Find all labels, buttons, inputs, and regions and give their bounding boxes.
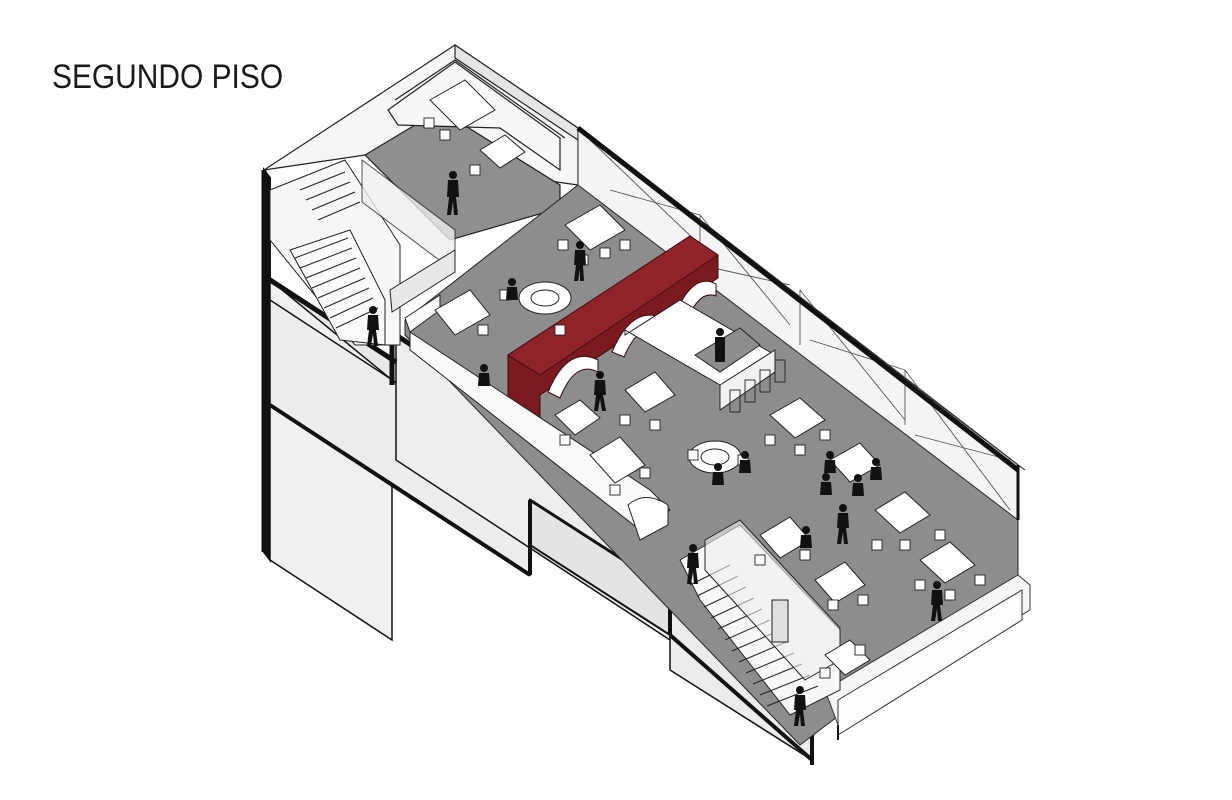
tables	[429, 79, 976, 676]
chair-icon	[554, 324, 566, 336]
person-silhouette-icon	[852, 474, 864, 496]
person-silhouette-icon	[715, 328, 725, 362]
table-icon	[829, 442, 881, 483]
person-silhouette-icon	[687, 544, 699, 584]
chair-icon	[857, 594, 869, 606]
person-silhouette-icon	[367, 306, 379, 346]
person-silhouette-icon	[837, 504, 849, 544]
table-icon	[589, 436, 646, 484]
chair-icon	[914, 579, 926, 591]
chair-icon	[557, 239, 569, 251]
glass-facade	[576, 126, 1026, 522]
bar-stools	[729, 359, 786, 413]
person-silhouette-icon	[820, 473, 832, 495]
drawing-title: SEGUNDO PISO	[52, 58, 284, 96]
left-staircase	[269, 158, 456, 346]
table-icon	[814, 561, 866, 604]
person-silhouette-icon	[574, 241, 586, 281]
table-icon	[429, 79, 496, 131]
person-silhouette-icon	[824, 451, 836, 473]
table-icon	[624, 371, 676, 413]
table-icon	[554, 399, 601, 436]
round-table-icon	[518, 281, 572, 315]
chair-icon	[819, 667, 831, 679]
chair-icon	[477, 324, 489, 336]
chair-icon	[754, 554, 766, 566]
chair-icon	[423, 117, 435, 129]
right-staircase	[679, 519, 841, 716]
table-icon	[769, 397, 826, 439]
chair-icon	[974, 574, 986, 586]
chair-icon	[439, 129, 451, 141]
chair-icon	[619, 414, 631, 426]
person-silhouette-icon	[794, 686, 806, 726]
chair-icon	[649, 419, 661, 431]
table-icon	[874, 491, 931, 534]
people	[367, 171, 943, 726]
chair-icon	[619, 239, 631, 251]
balcony-rail	[824, 574, 1031, 740]
person-silhouette-icon	[870, 458, 882, 480]
chair-icon	[469, 164, 481, 176]
chair-icon	[764, 434, 776, 446]
person-silhouette-icon	[478, 364, 490, 386]
front-banquette	[404, 294, 671, 541]
chair-icon	[687, 449, 699, 461]
bar-counter	[624, 299, 776, 411]
person-silhouette-icon	[447, 171, 459, 215]
chair-icon	[854, 644, 866, 656]
person-silhouette-icon	[800, 526, 812, 548]
person-silhouette-icon	[594, 371, 606, 411]
chair-icon	[827, 599, 839, 611]
person-silhouette-icon	[931, 581, 943, 621]
chair-icon	[599, 247, 611, 259]
chair-icon	[944, 589, 956, 601]
chair-icon	[639, 467, 651, 479]
person-silhouette-icon	[506, 278, 518, 300]
table-icon	[479, 134, 526, 169]
chair-icon	[794, 444, 806, 456]
chair-icon	[609, 484, 621, 496]
person-silhouette-icon	[739, 451, 751, 473]
chair-icon	[799, 549, 811, 561]
chair-icon	[899, 539, 911, 551]
chair-icon	[871, 539, 883, 551]
table-icon	[919, 541, 976, 584]
chair-icon	[934, 529, 946, 541]
chair-icon	[819, 429, 831, 441]
person-silhouette-icon	[712, 463, 724, 485]
table-icon	[434, 289, 491, 336]
exterior-wall-faces	[261, 167, 814, 765]
chair-icon	[559, 434, 571, 446]
